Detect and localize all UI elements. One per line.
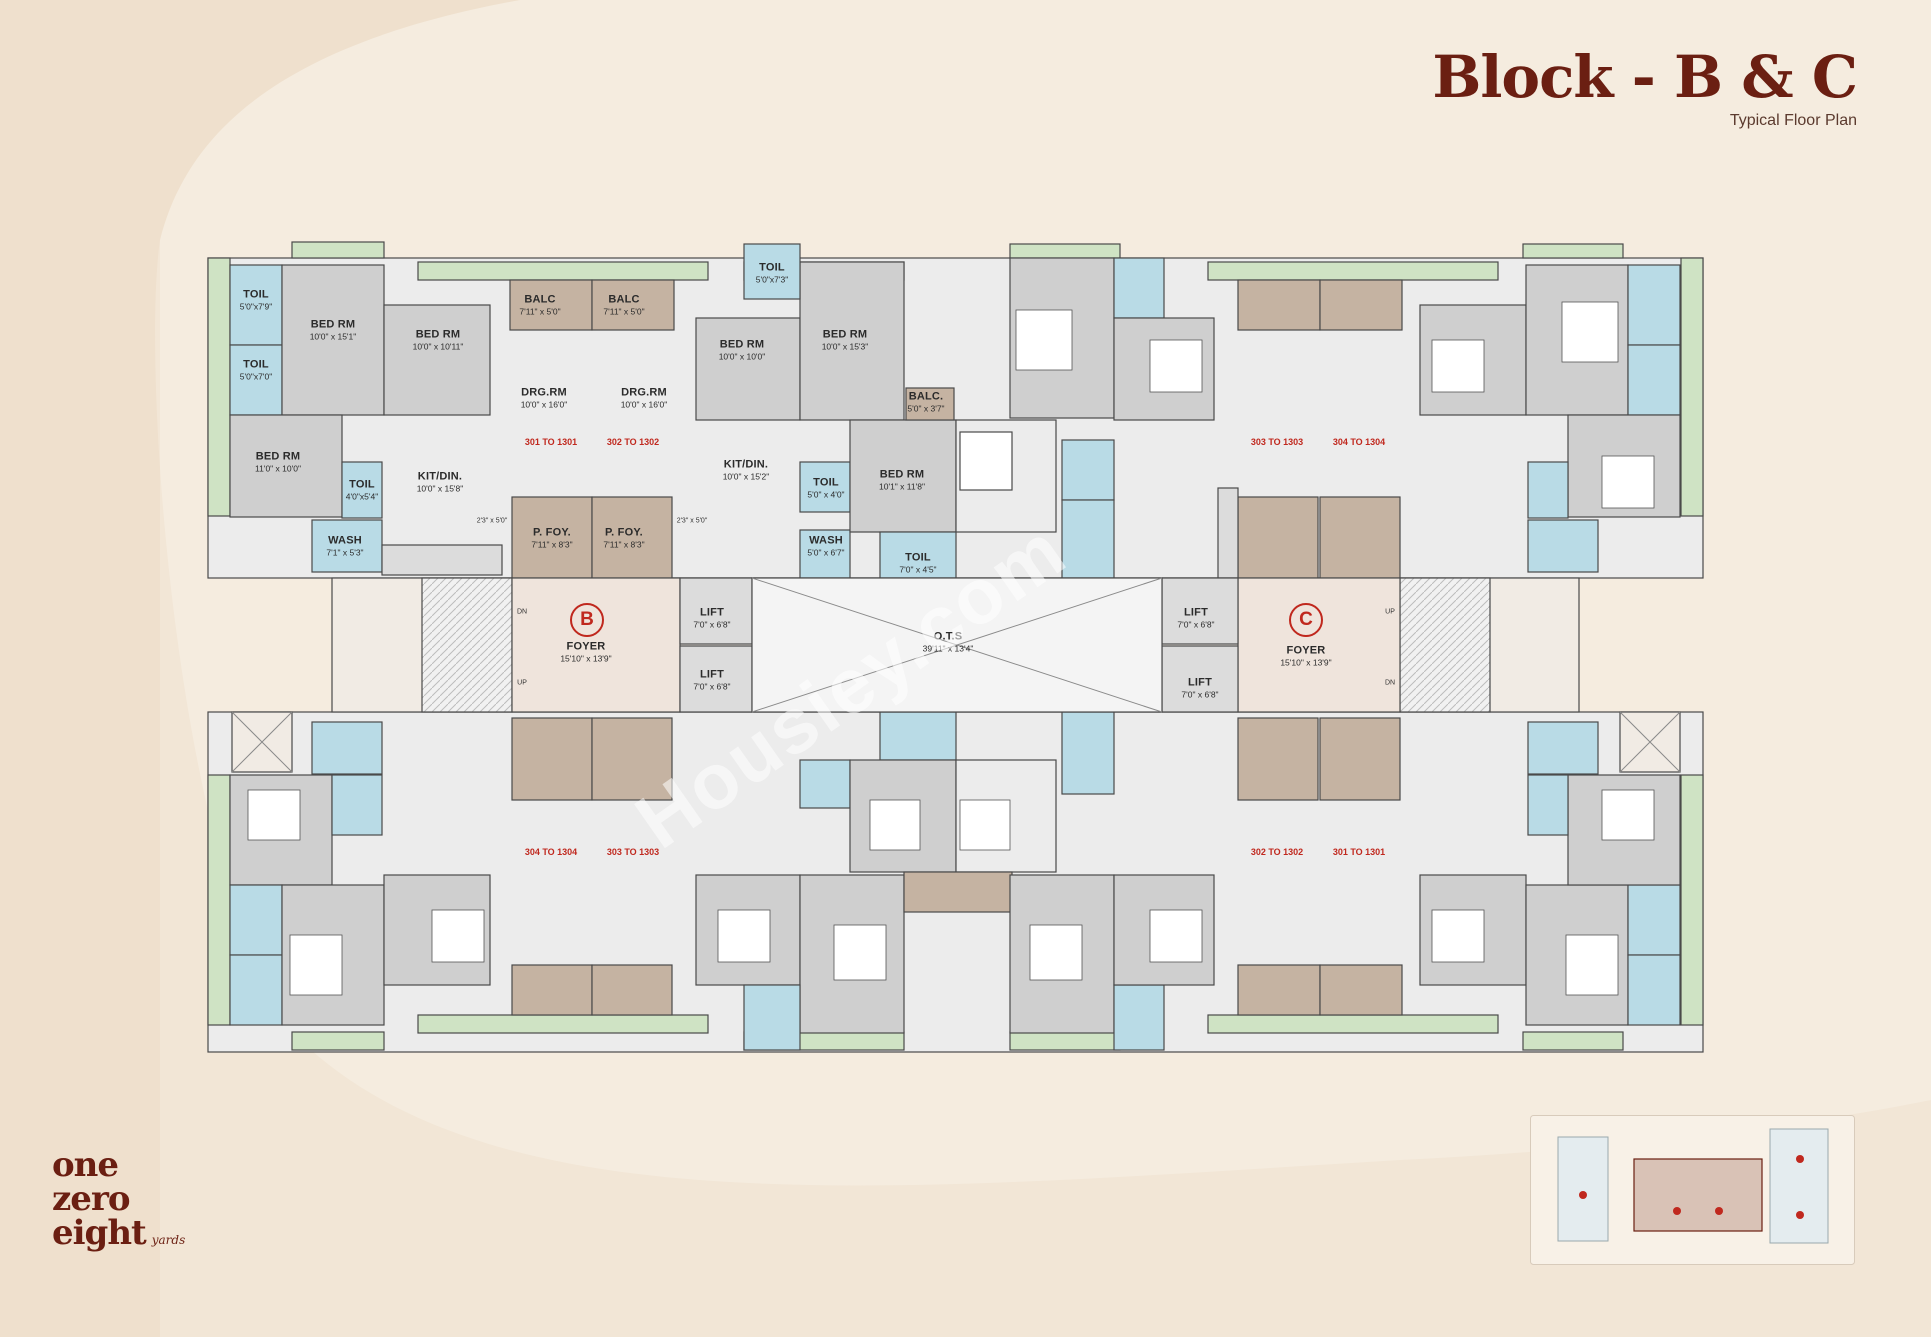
foyer-c: [1237, 577, 1401, 713]
brand-word-2: zero: [52, 1179, 131, 1219]
stair-right: [1399, 577, 1491, 713]
block-badge-c: C: [1289, 603, 1323, 637]
brand-word-3: eight yards: [52, 1216, 185, 1257]
room-pfoy-2: P. FOY.7'11" x 8'3": [603, 526, 645, 550]
block-badge-b: B: [570, 603, 604, 637]
unit-label: 302 TO 1302: [606, 437, 660, 447]
unit-label: 304 TO 1304: [524, 847, 578, 857]
brand-word-3-text: eight: [52, 1213, 147, 1253]
small-dim-1: 2'3" x 5'0": [476, 517, 508, 525]
foyer-b: [511, 577, 681, 713]
unit-label: 303 TO 1303: [1250, 437, 1304, 447]
small-dim-2: 2'3" x 5'0": [676, 517, 708, 525]
page-title: Block - B & C: [1432, 43, 1858, 111]
title-block: Block - B & C Typical Floor Plan: [1432, 43, 1858, 130]
stair-tag-dn-right: DN: [1384, 679, 1396, 687]
brand-word-1: one: [52, 1145, 119, 1185]
key-plan: [1530, 1115, 1855, 1265]
room-balc-3: BALC.5'0" x 3'7": [907, 390, 945, 414]
room-kitdin-1: KIT/DIN.10'0" x 15'8": [416, 470, 464, 494]
stair-left: [421, 577, 513, 713]
brand-logo: one zero eight yards: [52, 1148, 185, 1257]
room-kitdin-2: KIT/DIN.10'0" x 15'2": [722, 458, 770, 482]
page-subtitle: Typical Floor Plan: [1729, 112, 1857, 129]
stair-tag-up-right: UP: [1385, 608, 1395, 616]
unit-label: 303 TO 1303: [606, 847, 660, 857]
brand-suffix: yards: [151, 1233, 186, 1247]
stair-tag-dn-left: DN: [516, 608, 528, 616]
unit-label: 301 TO 1301: [1332, 847, 1386, 857]
unit-label: 302 TO 1302: [1250, 847, 1304, 857]
unit-label: 304 TO 1304: [1332, 437, 1386, 447]
stair-tag-up-left: UP: [517, 679, 527, 687]
unit-label: 301 TO 1301: [524, 437, 578, 447]
room-pfoy-1: P. FOY.7'11" x 8'3": [531, 526, 573, 550]
